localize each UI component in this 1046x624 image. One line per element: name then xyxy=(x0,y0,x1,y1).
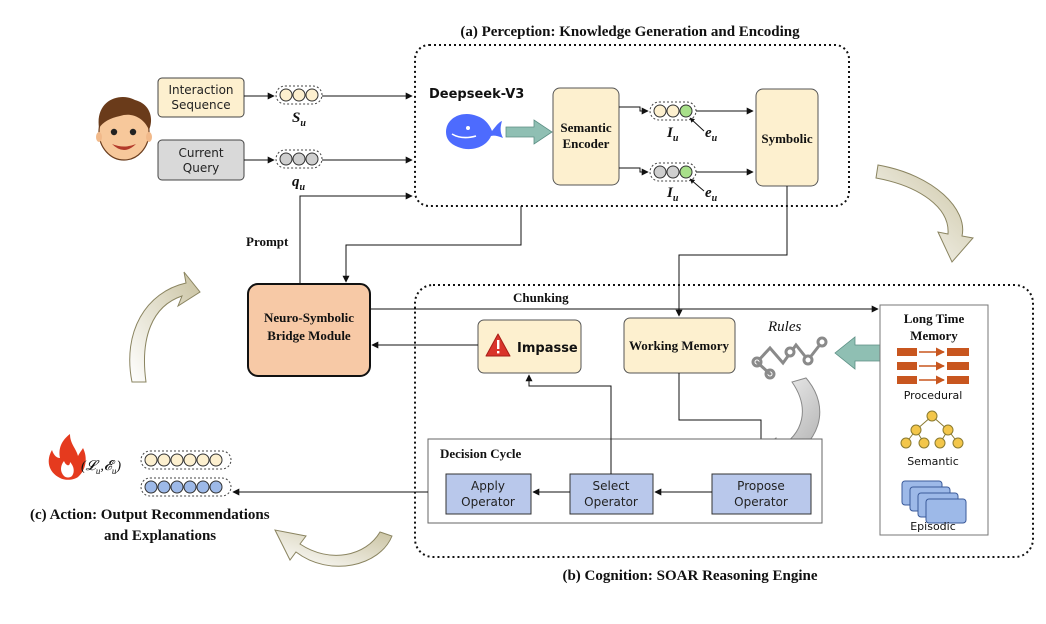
cognition-title: (b) Cognition: SOAR Reasoning Engine xyxy=(562,568,817,584)
interaction-sequence-box xyxy=(157,77,245,118)
interaction-sequence-line2: Sequence xyxy=(171,98,230,112)
interaction-sequence-line1: Interaction xyxy=(168,83,233,97)
impasse-box xyxy=(477,319,582,374)
encoder-to-iu-bottom-line xyxy=(619,167,649,176)
warning-icon xyxy=(485,333,511,357)
flow-curve-action-to-bridge xyxy=(129,271,201,383)
q-label: qu xyxy=(292,174,306,193)
s-label: Su xyxy=(292,110,306,129)
encoder-to-iu-top-line xyxy=(619,106,649,115)
fire-icon xyxy=(48,434,86,480)
neuro-symbolic-bridge-box xyxy=(247,283,371,377)
deepseek-whale-icon xyxy=(446,113,503,150)
decision-cycle-title: Decision Cycle xyxy=(440,446,521,461)
ltm-title-line2: Memory xyxy=(910,328,958,343)
bridge-line2: Bridge Module xyxy=(267,328,351,343)
semantic-encoder-box xyxy=(552,87,620,186)
deepseek-to-encoder-arrow xyxy=(505,119,553,145)
output-bubbles-bottom xyxy=(140,477,232,497)
symbolic-to-working-memory-line xyxy=(675,186,788,317)
eu-top-pointer xyxy=(689,117,705,132)
iu-top-label: Iu xyxy=(666,125,679,144)
output-formula: (𝓛u,𝓔u) xyxy=(81,459,121,476)
user-avatar-icon xyxy=(96,97,152,161)
chunking-label: Chunking xyxy=(513,290,569,305)
perception-to-bridge-line xyxy=(342,206,522,283)
current-query-line2: Query xyxy=(183,161,219,175)
apply-operator-line1: Apply xyxy=(471,479,505,493)
apply-operator-box xyxy=(445,473,532,515)
cognition-container xyxy=(414,284,1034,558)
select-operator-line1: Select xyxy=(592,479,629,493)
perception-container xyxy=(414,44,850,207)
eu-bottom-label: eu xyxy=(705,185,718,204)
select-operator-line2: Operator xyxy=(584,495,638,509)
prompt-label: Prompt xyxy=(246,234,289,249)
symbolic-label: Symbolic xyxy=(761,131,813,146)
rules-graph-icon xyxy=(751,336,828,380)
flow-curve-perception-to-cognition xyxy=(875,164,974,263)
semantic-encoder-line2: Encoder xyxy=(563,136,610,151)
ltm-to-rules-arrow xyxy=(834,336,881,370)
episodic-stack-icon xyxy=(901,480,967,524)
action-title-line2: and Explanations xyxy=(104,528,216,544)
iu-top-bubbles xyxy=(649,101,697,121)
flow-curve-cognition-to-action xyxy=(274,529,393,567)
eu-bottom-pointer xyxy=(689,178,705,192)
episodic-label: Episodic xyxy=(910,520,956,533)
bridge-to-perception-prompt-line xyxy=(299,192,413,284)
propose-operator-line2: Operator xyxy=(734,495,788,509)
impasse-label: Impasse xyxy=(517,341,578,356)
bridge-line1: Neuro-Symbolic xyxy=(264,310,354,325)
select-to-impasse-line xyxy=(525,374,612,474)
propose-operator-line1: Propose xyxy=(737,479,785,493)
semantic-tree-icon xyxy=(900,410,964,449)
ltm-title-line1: Long Time xyxy=(904,311,965,326)
rules-label: Rules xyxy=(767,319,801,335)
apply-operator-line2: Operator xyxy=(461,495,515,509)
select-operator-box xyxy=(569,473,654,515)
working-memory-label: Working Memory xyxy=(629,338,730,353)
perception-title: (a) Perception: Knowledge Generation and… xyxy=(460,24,800,40)
iu-bottom-bubbles xyxy=(649,162,697,182)
semantic-label: Semantic xyxy=(907,455,959,468)
procedural-icon xyxy=(897,347,969,385)
s-token-bubbles xyxy=(275,85,323,105)
current-query-line1: Current xyxy=(178,146,223,160)
eu-top-label: eu xyxy=(705,125,718,144)
semantic-encoder-line1: Semantic xyxy=(560,120,612,135)
action-title-line1: (c) Action: Output Recommendations xyxy=(30,507,270,523)
output-bubbles-top xyxy=(140,450,232,470)
procedural-label: Procedural xyxy=(904,389,963,402)
q-token-bubbles xyxy=(275,149,323,169)
iu-bottom-label: Iu xyxy=(666,185,679,204)
propose-operator-box xyxy=(711,473,812,515)
deepseek-label: Deepseek-V3 xyxy=(429,87,524,102)
